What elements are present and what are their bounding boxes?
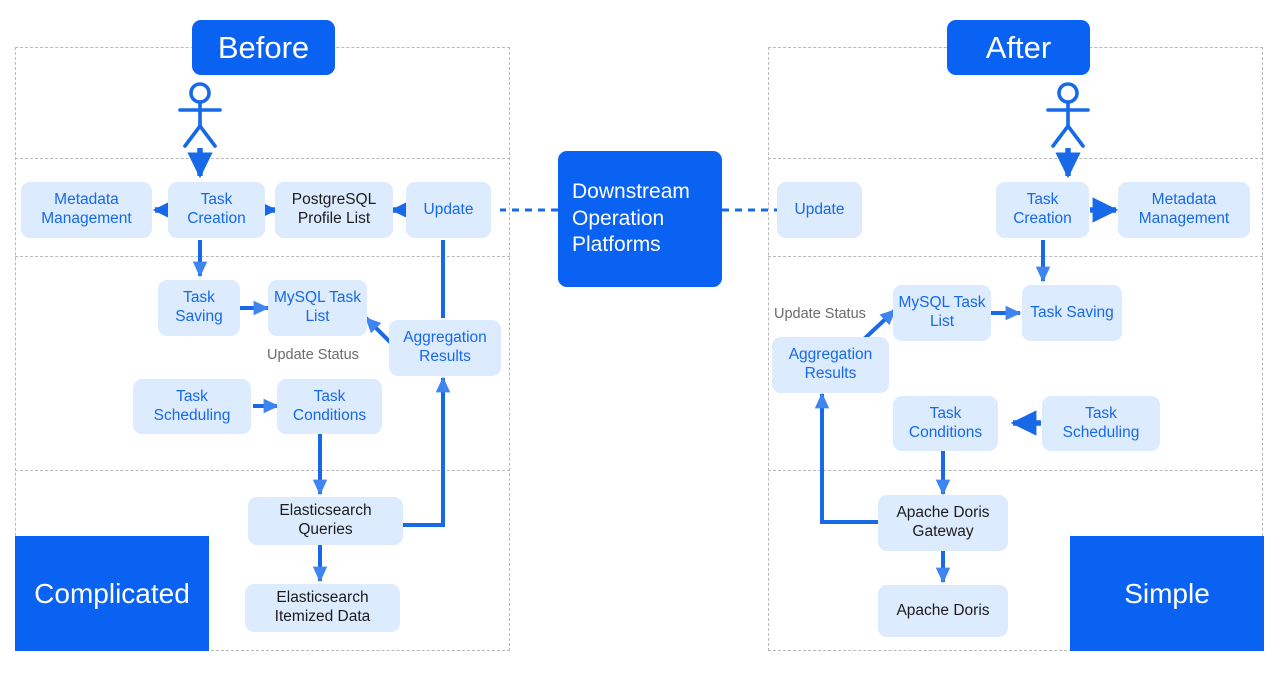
after-lane-divider-1 — [768, 158, 1263, 159]
node-update-before[interactable]: Update — [406, 182, 491, 238]
before-lane-divider-2 — [15, 256, 510, 257]
node-metadata-management-before[interactable]: Metadata Management — [21, 182, 152, 238]
before-lane-divider-3 — [15, 470, 510, 471]
node-postgresql-profile-list-before[interactable]: PostgreSQL Profile List — [275, 182, 393, 238]
node-task-conditions-after[interactable]: Task Conditions — [893, 396, 998, 451]
node-aggregation-results-before[interactable]: Aggregation Results — [389, 320, 501, 376]
node-update-after[interactable]: Update — [777, 182, 862, 238]
node-task-conditions-before[interactable]: Task Conditions — [277, 379, 382, 434]
node-metadata-management-after[interactable]: Metadata Management — [1118, 182, 1250, 238]
node-task-creation-before[interactable]: Task Creation — [168, 182, 265, 238]
node-task-scheduling-before[interactable]: Task Scheduling — [133, 379, 251, 434]
after-lane-divider-3 — [768, 470, 1263, 471]
before-lane-divider-1 — [15, 158, 510, 159]
hub-downstream-operation-platforms[interactable]: Downstream Operation Platforms — [558, 151, 722, 287]
badge-after-title: After — [947, 20, 1090, 75]
badge-complicated: Complicated — [15, 536, 209, 651]
node-apache-doris-gateway-after[interactable]: Apache Doris Gateway — [878, 495, 1008, 551]
node-task-scheduling-after[interactable]: Task Scheduling — [1042, 396, 1160, 451]
badge-simple: Simple — [1070, 536, 1264, 651]
node-aggregation-results-after[interactable]: Aggregation Results — [772, 337, 889, 393]
node-apache-doris-after[interactable]: Apache Doris — [878, 585, 1008, 637]
node-task-saving-before[interactable]: Task Saving — [158, 280, 240, 336]
node-mysql-task-list-before[interactable]: MySQL Task List — [268, 280, 367, 336]
node-elasticsearch-itemized-data-before[interactable]: Elasticsearch Itemized Data — [245, 584, 400, 632]
label-update-status-before: Update Status — [267, 347, 359, 363]
badge-before-title: Before — [192, 20, 335, 75]
node-elasticsearch-queries-before[interactable]: Elasticsearch Queries — [248, 497, 403, 545]
node-task-saving-after[interactable]: Task Saving — [1022, 285, 1122, 341]
node-task-creation-after[interactable]: Task Creation — [996, 182, 1089, 238]
label-update-status-after: Update Status — [774, 306, 866, 322]
node-mysql-task-list-after[interactable]: MySQL Task List — [893, 285, 991, 341]
after-lane-divider-2 — [768, 256, 1263, 257]
